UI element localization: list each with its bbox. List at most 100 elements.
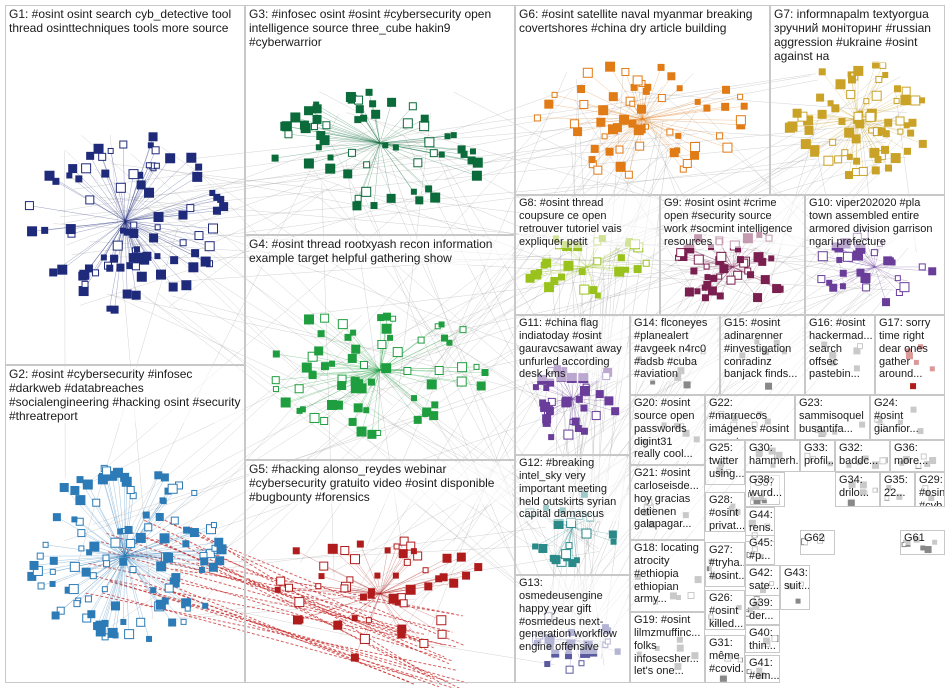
edge-g6	[642, 89, 727, 120]
edge-g5	[379, 575, 397, 594]
node-g2	[159, 497, 166, 504]
node-g2	[180, 618, 187, 625]
edge-g2	[124, 490, 131, 556]
node-g1	[154, 224, 161, 231]
node-g2	[170, 516, 179, 525]
edge-g1	[89, 199, 126, 222]
node-g1	[86, 151, 95, 160]
edge-g2	[123, 530, 126, 556]
edge-g3	[363, 118, 381, 144]
group-label-g25: G25: twitter using...	[709, 442, 745, 481]
edge-g2	[124, 555, 154, 591]
edge-g8	[587, 266, 638, 270]
edge	[87, 169, 448, 485]
node-g7	[838, 117, 846, 125]
group-label-g23: G23: sammisoquel busantifa...	[799, 397, 867, 436]
node-g7	[818, 68, 826, 76]
edge-g4	[361, 369, 381, 432]
node-g5	[350, 653, 359, 662]
group-box-g38: G38: wurd...	[745, 472, 785, 507]
edge-g12	[554, 526, 573, 560]
node-g1	[128, 253, 138, 263]
node-g2	[42, 541, 49, 548]
node-g4	[473, 363, 480, 370]
edge-g3	[318, 142, 381, 148]
edge-g2	[56, 516, 126, 557]
node-g6	[721, 102, 730, 111]
node-g4	[417, 336, 425, 344]
edge-g8	[539, 266, 588, 273]
node-g3	[361, 186, 372, 197]
node-g6	[598, 105, 609, 116]
node-g2	[191, 489, 198, 496]
node-g1	[151, 146, 160, 155]
edge-g10	[874, 266, 887, 303]
edge-g2	[124, 520, 175, 557]
node-g1	[195, 163, 203, 171]
edge	[104, 122, 889, 201]
edge-g5	[296, 550, 381, 595]
edge	[176, 598, 417, 620]
node-g2	[110, 537, 121, 548]
node-g10	[839, 269, 847, 277]
node-g1	[92, 269, 100, 277]
node-g1	[188, 262, 199, 273]
node-g1	[144, 187, 155, 198]
node-g1	[81, 280, 89, 288]
edge-g3	[379, 125, 425, 144]
node-g3	[429, 149, 438, 158]
node-g1	[153, 162, 160, 169]
node-g2	[208, 562, 218, 572]
node-g6	[596, 117, 606, 127]
group-label-g17: G17: sorry time right dear ones gather a…	[879, 317, 942, 382]
node-g1	[204, 241, 215, 252]
edge-g4	[379, 326, 438, 371]
node-g2	[77, 529, 86, 538]
node-g11	[604, 396, 614, 406]
edge	[424, 136, 891, 335]
node-g4	[377, 340, 387, 350]
edge-g4	[299, 369, 381, 412]
edge-g1	[124, 220, 134, 258]
node-g6	[675, 132, 682, 139]
edge-g3	[275, 142, 381, 159]
node-g6	[588, 156, 596, 164]
group-label-g18: G18: locating atrocity #ethiopia ethiopi…	[634, 542, 702, 607]
node-g3	[354, 194, 362, 202]
edge-g5	[277, 589, 381, 595]
edge	[106, 294, 432, 362]
node-g10	[918, 263, 926, 271]
edge-g1	[89, 155, 126, 222]
node-g8	[642, 259, 650, 267]
node-g9	[716, 292, 724, 300]
edge-g7	[805, 118, 858, 145]
edge-g2	[124, 529, 187, 557]
group-label-g28: G28: #osint privat...	[709, 494, 745, 532]
edge-g3	[365, 142, 381, 192]
node-g3	[392, 144, 399, 151]
node-g7	[871, 90, 882, 101]
node-g4	[320, 362, 329, 371]
node-g1	[145, 162, 152, 169]
edge-g2	[81, 532, 126, 557]
node-g5	[419, 638, 429, 648]
node-g10	[862, 283, 871, 292]
node-g2	[70, 485, 80, 495]
edge	[162, 231, 305, 376]
edge	[308, 188, 542, 392]
node-g3	[343, 169, 353, 179]
edge-g4	[332, 363, 381, 371]
edge-g1	[120, 187, 126, 222]
group-box-g1: G1: #osint osint search cyb_detective to…	[5, 5, 245, 365]
node-g4	[434, 365, 444, 375]
edge-g1	[124, 165, 153, 222]
edge-g3	[288, 134, 381, 144]
node-g9	[772, 284, 782, 294]
edge	[92, 378, 547, 525]
group-label-g20: G20: #osint source open passwords digint…	[634, 397, 702, 462]
node-g5	[474, 563, 483, 572]
node-g3	[365, 88, 373, 96]
node-g1	[213, 193, 221, 201]
node-g2	[216, 544, 227, 555]
